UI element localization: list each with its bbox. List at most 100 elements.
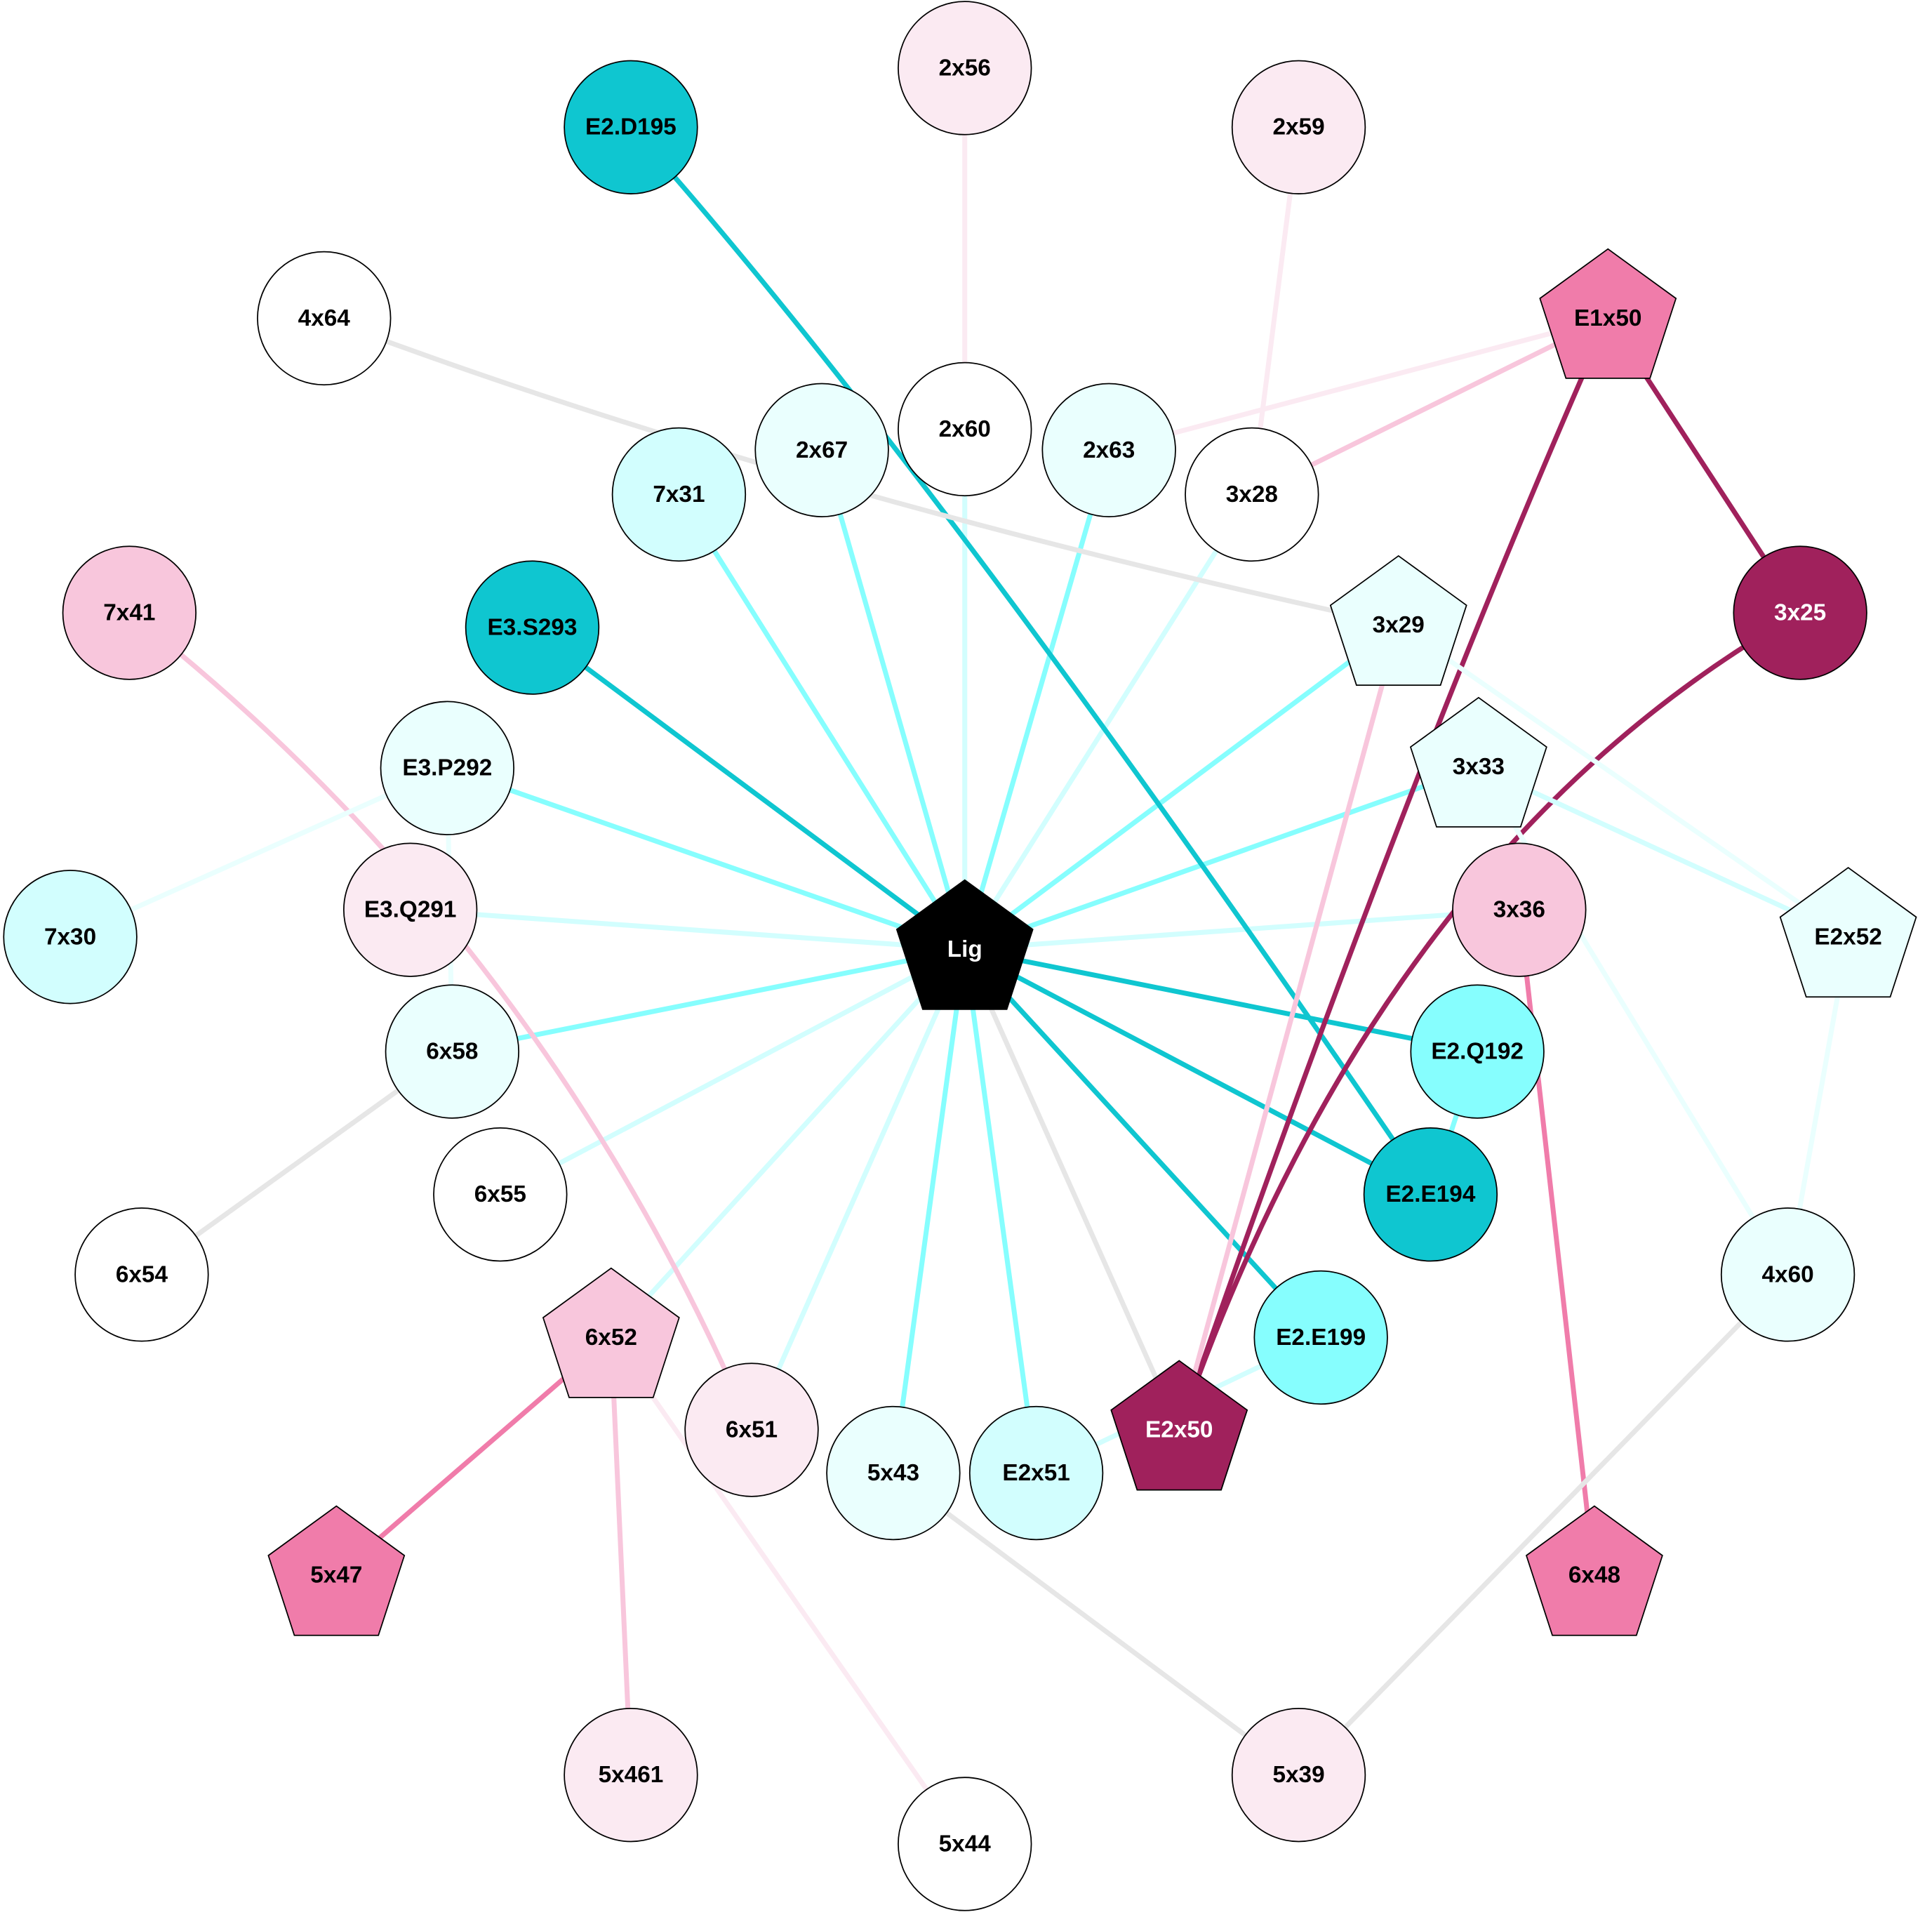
edge-lig-6x52 (609, 947, 967, 1339)
node-6x48[interactable]: 6x48 (1525, 1505, 1663, 1636)
node-3x28[interactable]: 3x28 (1185, 427, 1319, 562)
node-3x33[interactable]: 3x33 (1409, 696, 1547, 828)
node-7x41[interactable]: 7x41 (62, 545, 197, 680)
node-e2-e199[interactable]: E2.E199 (1253, 1270, 1388, 1405)
edge-3x33-e2x52 (1477, 764, 1850, 939)
node-label: 2x67 (796, 437, 848, 463)
edge-lig-6x51 (749, 948, 967, 1431)
node-label: 6x58 (426, 1039, 478, 1065)
node-5x44[interactable]: 5x44 (898, 1777, 1032, 1911)
edge-lig-e3-p292 (446, 765, 966, 952)
pentagon-node-shape (1110, 1360, 1248, 1491)
node-e2x52[interactable]: E2x52 (1779, 867, 1917, 998)
node-2x67[interactable]: 2x67 (754, 383, 889, 517)
node-e1x50[interactable]: E1x50 (1539, 248, 1677, 379)
circle-node-shape (564, 60, 698, 194)
edge-lig-e3-s293 (531, 625, 966, 952)
node-e2-q192[interactable]: E2.Q192 (1410, 984, 1545, 1119)
circle-node-shape (1363, 1127, 1498, 1262)
node-label: E2.D195 (585, 114, 677, 140)
node-label: 3x36 (1493, 897, 1545, 923)
node-5x461[interactable]: 5x461 (564, 1707, 698, 1843)
edge-e1x50-2x63 (1108, 315, 1609, 453)
node-6x58[interactable]: 6x58 (385, 984, 520, 1119)
node-7x31[interactable]: 7x31 (611, 427, 747, 562)
circle-node-shape (1733, 545, 1867, 680)
node-label: E3.Q291 (364, 897, 457, 923)
node-label: 5x461 (599, 1762, 664, 1788)
circle-node-shape (1452, 842, 1587, 977)
edge-lig-e3-q291 (410, 907, 965, 952)
edge-lig-3x33 (964, 764, 1480, 952)
node-5x47[interactable]: 5x47 (267, 1505, 406, 1636)
circle-node-shape (62, 545, 197, 680)
circle-node-shape (826, 1405, 961, 1541)
edge-lig-e2x51 (962, 948, 1039, 1473)
node-label: 2x59 (1272, 114, 1324, 140)
pentagon-node-shape (267, 1505, 406, 1636)
node-3x25[interactable]: 3x25 (1733, 545, 1867, 680)
edge-e1x50-e2x50 (1176, 317, 1611, 1431)
node-label: E2x50 (1145, 1417, 1213, 1443)
node-e2x51[interactable]: E2x51 (968, 1405, 1104, 1541)
edge-5x43-5x39 (891, 1471, 1300, 1777)
circle-node-shape (968, 1405, 1104, 1541)
node-label: 2x63 (1083, 437, 1135, 463)
node-e2-d195[interactable]: E2.D195 (564, 60, 698, 194)
circle-node-shape (898, 1777, 1032, 1911)
node-label: E2.E199 (1276, 1325, 1366, 1351)
node-5x39[interactable]: 5x39 (1231, 1707, 1366, 1843)
circle-node-shape (1253, 1270, 1388, 1405)
edge-lig-2x63 (962, 449, 1112, 950)
node-2x63[interactable]: 2x63 (1041, 383, 1176, 517)
node-lig[interactable]: Lig (895, 879, 1034, 1010)
node-4x64[interactable]: 4x64 (257, 251, 392, 386)
node-2x60[interactable]: 2x60 (898, 361, 1032, 497)
node-6x51[interactable]: 6x51 (684, 1362, 819, 1497)
node-3x36[interactable]: 3x36 (1452, 842, 1587, 977)
pentagon-node-shape (895, 879, 1034, 1010)
edge-e2-d195-e2-e194 (629, 125, 1433, 1196)
node-label: 2x56 (939, 55, 991, 81)
edge-3x29-e2x50 (1176, 624, 1401, 1431)
node-label: E3.P292 (402, 755, 492, 781)
circle-node-shape (1410, 984, 1545, 1119)
node-label: 2x60 (939, 416, 991, 442)
circle-node-shape (611, 427, 747, 562)
node-label: 5x44 (939, 1831, 992, 1857)
node-e2-e194[interactable]: E2.E194 (1363, 1127, 1498, 1262)
node-e3-q291[interactable]: E3.Q291 (342, 842, 478, 977)
node-6x54[interactable]: 6x54 (74, 1207, 209, 1342)
node-5x43[interactable]: 5x43 (826, 1405, 961, 1541)
node-label: 3x28 (1226, 482, 1278, 508)
node-label: 6x54 (116, 1261, 168, 1287)
circle-node-shape (1720, 1207, 1856, 1342)
edge-lig-7x31 (677, 493, 967, 951)
circle-node-shape (3, 870, 138, 1004)
node-label: 4x60 (1761, 1261, 1813, 1287)
node-label: E2.E194 (1385, 1181, 1475, 1207)
circle-node-shape (1185, 427, 1319, 562)
edge-4x60-5x39 (1297, 1273, 1790, 1777)
edge-lig-6x58 (451, 946, 966, 1054)
node-2x59[interactable]: 2x59 (1231, 60, 1366, 194)
circle-node-shape (433, 1127, 568, 1262)
node-6x52[interactable]: 6x52 (542, 1267, 680, 1398)
node-2x56[interactable]: 2x56 (898, 1, 1032, 135)
node-7x30[interactable]: 7x30 (3, 870, 138, 1004)
node-label: 6x51 (726, 1417, 778, 1443)
node-e3-p292[interactable]: E3.P292 (380, 701, 515, 835)
node-e2x50[interactable]: E2x50 (1110, 1360, 1248, 1491)
circle-node-shape (74, 1207, 209, 1342)
node-3x29[interactable]: 3x29 (1329, 555, 1467, 686)
node-4x60[interactable]: 4x60 (1720, 1207, 1856, 1342)
edge-lig-2x67 (819, 449, 968, 950)
edge-6x52-5x461 (608, 1337, 634, 1775)
circle-node-shape (385, 984, 520, 1119)
circle-node-shape (564, 1707, 698, 1843)
node-e3-s293[interactable]: E3.S293 (465, 560, 600, 695)
node-label: 4x64 (298, 305, 351, 331)
node-label: E2.Q192 (1431, 1039, 1524, 1065)
node-6x55[interactable]: 6x55 (433, 1127, 568, 1262)
